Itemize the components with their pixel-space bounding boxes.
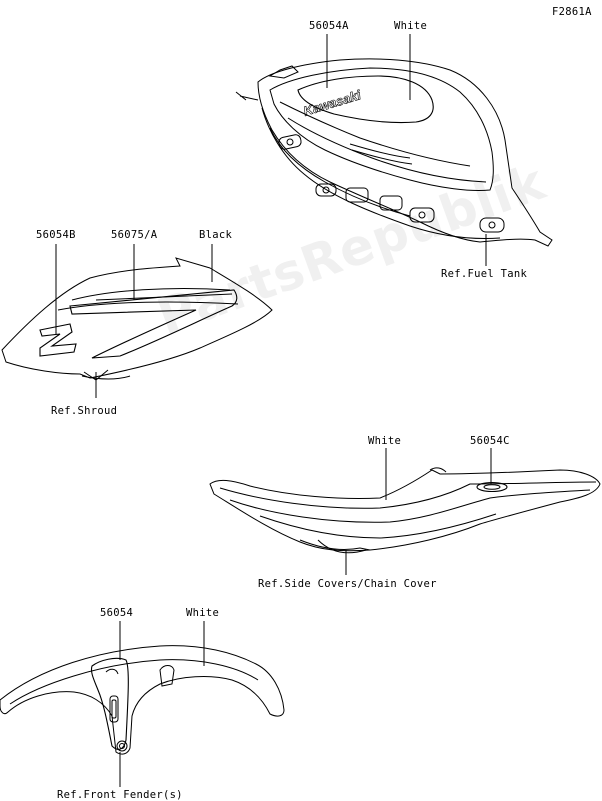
z-decal xyxy=(39,323,77,357)
front-fender-decal xyxy=(90,657,129,750)
fuel-tank-color-label: White xyxy=(394,20,428,32)
side-covers-color-label: White xyxy=(368,435,402,447)
fuel-tank-decal xyxy=(297,75,434,124)
side-covers-illustration xyxy=(209,467,601,554)
part-number-56054B: 56054B xyxy=(36,229,76,241)
part-number-56054C: 56054C xyxy=(470,435,510,447)
ref-shroud-label: Ref.Shroud xyxy=(51,405,118,417)
ref-front-fender-label: Ref.Front Fender(s) xyxy=(57,789,183,801)
part-number-56054A: 56054A xyxy=(309,20,349,32)
front-fender-color-label: White xyxy=(186,607,220,619)
fuel-tank-illustration: Kawasaki xyxy=(235,58,553,247)
kawasaki-decal-text: Kawasaki xyxy=(301,87,362,119)
part-number-56075A: 56075/A xyxy=(111,229,158,241)
ref-side-covers-label: Ref.Side Covers/Chain Cover xyxy=(258,578,437,590)
shroud-stripe-decal xyxy=(69,289,238,359)
figure-code: F2861A xyxy=(552,6,592,18)
shroud-color-label: Black xyxy=(199,229,233,241)
ref-fuel-tank-label: Ref.Fuel Tank xyxy=(441,268,528,280)
front-fender-illustration xyxy=(0,645,285,755)
shroud-illustration xyxy=(1,257,273,381)
part-number-56054: 56054 xyxy=(100,607,134,619)
side-cover-decal xyxy=(476,481,508,493)
